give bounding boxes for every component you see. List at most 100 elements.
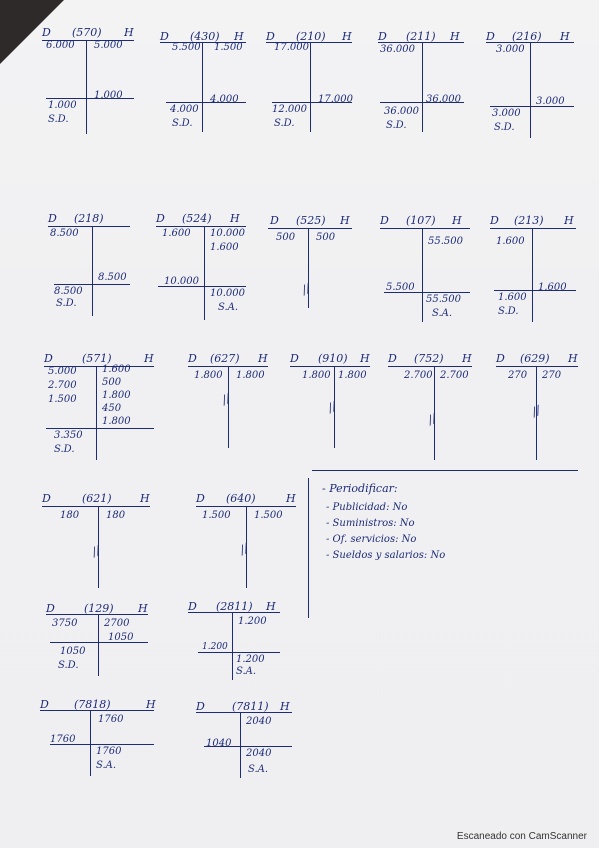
closed-mark: //: [89, 542, 103, 560]
notes-left-rule: [308, 478, 309, 618]
t-account-210: D(210)H 17.000 17.000 12.000 S.D.: [266, 30, 356, 136]
account-code: (627): [210, 352, 240, 365]
debit-entry: 1.800: [302, 370, 331, 381]
debit-balance: 36.000: [384, 106, 419, 117]
account-code: (524): [182, 212, 212, 225]
debit-label: D: [490, 214, 499, 227]
balance-type: S.D.: [58, 660, 79, 671]
debit-label: D: [378, 30, 387, 43]
debit-entry: 2.700: [48, 380, 77, 391]
debit-entry: 500: [276, 232, 296, 243]
credit-entry: 2700: [104, 618, 130, 629]
account-code: (621): [82, 492, 112, 505]
account-code: (210): [296, 30, 326, 43]
debit-label: D: [196, 700, 205, 713]
credit-label: H: [286, 492, 296, 505]
debit-label: D: [290, 352, 299, 365]
balance-type: S.A.: [432, 308, 453, 319]
credit-balance: 2040: [246, 748, 272, 759]
debit-entry: 8.500: [50, 228, 79, 239]
closed-mark: //: [529, 402, 543, 420]
account-code: (2811): [216, 600, 253, 613]
balance-type: S.A.: [248, 764, 269, 775]
credit-label: H: [146, 698, 156, 711]
account-code: (525): [296, 214, 326, 227]
credit-entry: 4.000: [210, 94, 239, 105]
credit-label: H: [450, 30, 460, 43]
account-code: (640): [226, 492, 256, 505]
debit-label: D: [496, 352, 505, 365]
balance-type: S.A.: [218, 302, 239, 313]
debit-entry: 3750: [52, 618, 78, 629]
closed-mark: //: [425, 410, 439, 428]
credit-label: H: [342, 30, 352, 43]
debit-entry: 1.500: [202, 510, 231, 521]
scanner-watermark: Escaneado con CamScanner: [456, 831, 587, 842]
credit-entry: 5.000: [94, 40, 123, 51]
credit-label: H: [140, 492, 150, 505]
debit-label: D: [388, 352, 397, 365]
debit-label: D: [44, 352, 53, 365]
debit-entry: 5.500: [172, 42, 201, 53]
balance-type: S.D.: [498, 306, 519, 317]
account-code: (752): [414, 352, 444, 365]
debit-label: D: [270, 214, 279, 227]
t-account-216: D(216)H 3.000 3.000 3.000 S.D.: [486, 30, 580, 140]
debit-entry: 1.800: [194, 370, 223, 381]
debit-entry: 1760: [50, 734, 76, 745]
credit-entry: 450: [102, 403, 122, 414]
closed-mark: //: [219, 390, 233, 408]
credit-entry: 1.000: [94, 90, 123, 101]
credit-entry: 2040: [246, 716, 272, 727]
credit-entry: 1.800: [338, 370, 367, 381]
account-code: (129): [84, 602, 114, 615]
credit-entry: 1.600: [210, 242, 239, 253]
t-account-218: D(218) 8.500 8.500 8.500 S.D.: [48, 212, 134, 322]
credit-entry: 180: [106, 510, 126, 521]
t-account-430: D(430)H 5.500 1.500 4.000 4.000 S.D.: [160, 30, 256, 136]
account-code: (218): [74, 212, 104, 225]
debit-entry: 1.500: [48, 394, 77, 405]
credit-entry: 1.800: [102, 390, 131, 401]
credit-balance: 10.000: [210, 288, 245, 299]
credit-entry: 55.500: [428, 236, 463, 247]
credit-label: H: [266, 600, 276, 613]
credit-entry: 1.800: [236, 370, 265, 381]
t-account-752: D(752)H 2.700 2.700 //: [388, 352, 476, 462]
debit-label: D: [156, 212, 165, 225]
debit-entry: 17.000: [274, 42, 309, 53]
balance-type: S.D.: [48, 114, 69, 125]
balance-type: S.D.: [54, 444, 75, 455]
balance-type: S.D.: [386, 120, 407, 131]
credit-entry: 270: [542, 370, 562, 381]
credit-balance: 55.500: [426, 294, 461, 305]
account-code: (213): [514, 214, 544, 227]
debit-label: D: [46, 602, 55, 615]
credit-balance: 1760: [96, 746, 122, 757]
note-item: - Of. servicios: No: [326, 534, 417, 545]
debit-balance: 3.350: [54, 430, 83, 441]
credit-label: H: [258, 352, 268, 365]
debit-label: D: [188, 352, 197, 365]
debit-label: D: [42, 26, 51, 39]
credit-entry: 1760: [98, 714, 124, 725]
t-account-570: D(570)H 6.000 5.000 1.000 1.000 S.D.: [42, 26, 138, 136]
credit-entry: 1050: [108, 632, 134, 643]
debit-entry: 5.500: [386, 282, 415, 293]
debit-balance: 8.500: [54, 286, 83, 297]
credit-label: H: [144, 352, 154, 365]
debit-balance: 1.000: [48, 100, 77, 111]
credit-entry: 8.500: [98, 272, 127, 283]
credit-balance: 1.200: [236, 654, 265, 665]
t-account-910: D(910)H 1.800 1.800 //: [290, 352, 374, 448]
t-account-7811: D(7811)H 2040 1040 2040 S.A.: [196, 700, 296, 780]
credit-entry: 36.000: [426, 94, 461, 105]
account-code: (216): [512, 30, 542, 43]
credit-label: H: [360, 352, 370, 365]
credit-entry: 500: [102, 377, 122, 388]
t-account-divider: [86, 40, 88, 134]
account-code: (629): [520, 352, 550, 365]
credit-entry: 2.700: [440, 370, 469, 381]
t-account-129: D(129)H 3750 2700 1050 1050 S.D.: [46, 602, 152, 678]
debit-label: D: [188, 600, 197, 613]
